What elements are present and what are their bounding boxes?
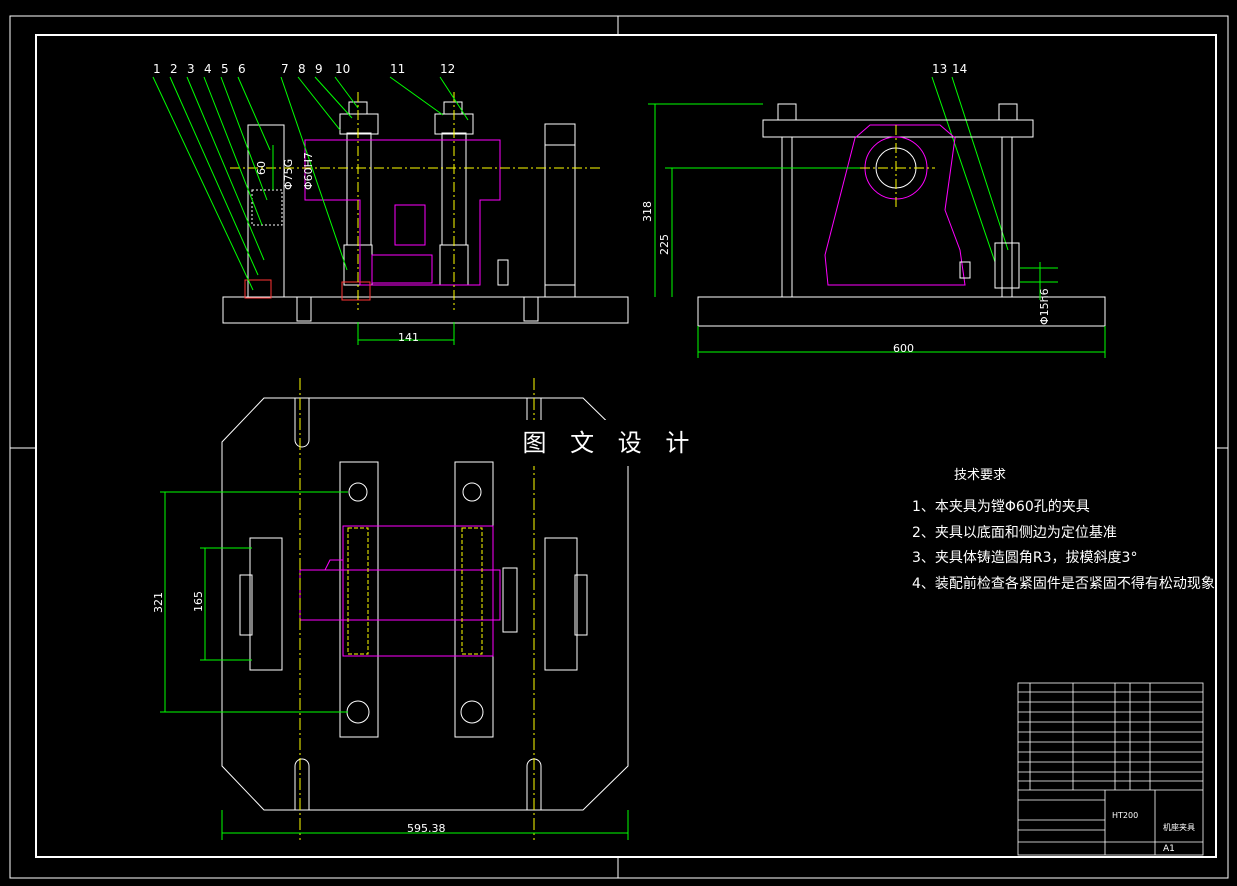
- note-item-2: 2、夹具以底面和侧边为定位基准: [912, 524, 1117, 541]
- technical-requirements: 技术要求 1、本夹具为镗Φ60孔的夹具 2、夹具以底面和侧边为定位基准 3、夹具…: [912, 464, 1215, 597]
- dim-side-dia: Φ15h6: [1038, 288, 1051, 325]
- dim-top-width: 595.38: [407, 822, 446, 835]
- notes-title: 技术要求: [954, 468, 1007, 483]
- top-view: [221, 378, 629, 840]
- note-item-1: 1、本夹具为镗Φ60孔的夹具: [912, 499, 1090, 515]
- dim-front-height: 60: [255, 161, 268, 175]
- balloon-6: 6: [238, 62, 246, 76]
- side-view: [697, 103, 1106, 327]
- dim-front-dia1: Φ75G: [282, 159, 295, 190]
- top-dimensions: [160, 491, 629, 840]
- dim-top-height-inner: 165: [192, 591, 205, 612]
- front-view: [222, 92, 629, 324]
- balloon-1: 1: [153, 62, 161, 76]
- side-dimensions: [648, 103, 1106, 358]
- dim-front-dia2: Φ60H7: [302, 152, 315, 190]
- title-block-part-name: 机座夹具: [1163, 822, 1195, 832]
- balloon-7: 7: [281, 62, 289, 76]
- drawing-frame: [9, 15, 1229, 879]
- balloon-9: 9: [315, 62, 323, 76]
- watermark: 图 文 设 计: [522, 420, 698, 466]
- balloon-labels: 1 2 3 4 5 6 7 8 9 10 11 12 13 14: [153, 62, 967, 76]
- dim-side-height-center: 225: [658, 234, 671, 255]
- balloon-10: 10: [335, 62, 350, 76]
- note-item-3: 3、夹具体铸造圆角R3，拔模斜度3°: [912, 550, 1138, 566]
- dim-side-width: 600: [893, 342, 914, 355]
- dim-top-height-outer: 321: [152, 592, 165, 613]
- balloon-8: 8: [298, 62, 306, 76]
- dim-front-width: 141: [398, 331, 419, 344]
- balloon-4: 4: [204, 62, 212, 76]
- balloon-11: 11: [390, 62, 405, 76]
- balloon-2: 2: [170, 62, 178, 76]
- balloon-3: 3: [187, 62, 195, 76]
- front-dimensions: [272, 145, 455, 345]
- balloon-13: 13: [932, 62, 947, 76]
- title-block-material: HT200: [1112, 811, 1138, 820]
- title-block: [1017, 682, 1204, 856]
- balloon-leaders: [152, 76, 1009, 291]
- balloon-12: 12: [440, 62, 455, 76]
- note-item-4: 4、装配前检查各紧固件是否紧固不得有松动现象: [912, 575, 1215, 592]
- dim-side-height-total: 318: [641, 201, 654, 222]
- title-block-sheet-size: A1: [1163, 844, 1175, 854]
- balloon-14: 14: [952, 62, 967, 76]
- balloon-5: 5: [221, 62, 229, 76]
